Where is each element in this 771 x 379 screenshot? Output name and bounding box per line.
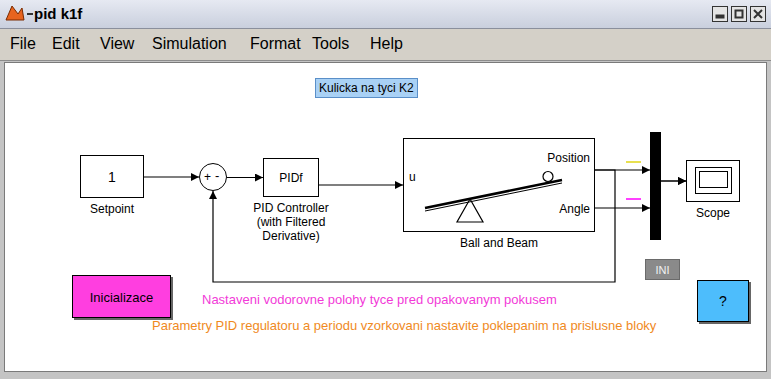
block-text: INI [646, 264, 679, 276]
block-text: Scope [696, 206, 730, 220]
mux-input-arrow [642, 204, 650, 212]
menu-item: Edit [52, 35, 80, 53]
annotation-note: Parametry PID regulatoru a periodu vzork… [152, 318, 656, 333]
mux-input-arrow [642, 166, 650, 174]
annotation-note: Nastaveni vodorovne polohy tyce pred opa… [202, 292, 557, 307]
title-bar [0, 0, 771, 29]
constant-block: 1Setpoint [80, 155, 144, 198]
signal-line [595, 170, 686, 181]
menu-item: Simulation [152, 35, 227, 53]
block-label: Position [547, 151, 590, 165]
menu-item: Tools [312, 35, 349, 53]
signal-line [595, 181, 686, 208]
block-label: PID Controller (with Filtered Derivative… [239, 201, 343, 243]
ball-beam-block: uPositionAngleBall and Beam [403, 138, 595, 232]
pid-block: PIDfPID Controller (with Filtered Deriva… [263, 158, 319, 197]
window-buttons [713, 7, 766, 22]
block-text: 1 [81, 169, 143, 185]
window-title: pid k1f [34, 5, 82, 22]
mux-bar [650, 132, 661, 240]
block-text: ? [698, 293, 748, 309]
scope-icon [696, 168, 732, 194]
init-button-block: Inicializace [72, 275, 171, 318]
block-text: PIDf [264, 171, 318, 185]
menu-item: View [100, 35, 134, 53]
model-annotation: Kulicka na tyci K2 [315, 78, 418, 98]
signal-line [319, 184, 403, 185]
signal-color-mark [626, 198, 641, 200]
app-icon [6, 6, 33, 20]
block-label: - [215, 168, 219, 183]
ini-block: INI [645, 259, 680, 280]
block-text: u [409, 170, 416, 184]
scope-block: Scope [686, 160, 740, 202]
signal-line [227, 177, 263, 178]
menu-item: Help [370, 35, 403, 53]
block-label: Angle [559, 202, 590, 216]
menu-item: Format [250, 35, 301, 53]
help-block: ? [697, 280, 749, 322]
signal-line [144, 176, 199, 177]
block-text: + [204, 170, 211, 184]
sum-junction: +- [199, 163, 227, 191]
block-label: Ball and Beam [460, 236, 538, 250]
block-text: Inicializace [73, 289, 170, 304]
menu-item: File [10, 35, 36, 53]
ball-beam-illustration [425, 172, 562, 223]
signal-color-mark [626, 161, 641, 163]
block-label: Setpoint [90, 202, 134, 216]
